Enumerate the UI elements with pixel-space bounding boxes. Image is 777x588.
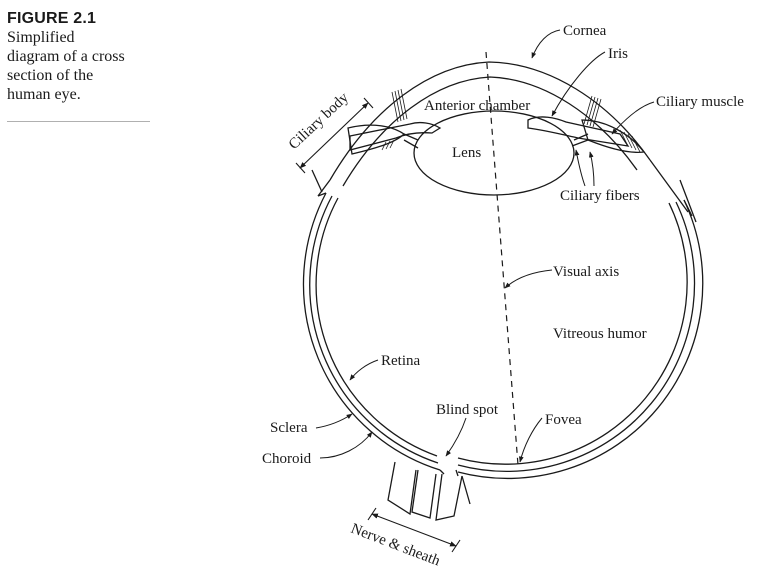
ciliary-body-right <box>581 119 646 154</box>
visual-axis-line <box>485 51 519 466</box>
cornea-leader <box>531 29 561 59</box>
caption-divider <box>7 121 150 122</box>
label-nerve-sheath: Nerve & sheath <box>349 521 443 570</box>
choroid-layer <box>309 195 439 464</box>
sclera-wall <box>302 192 441 471</box>
label-fovea: Fovea <box>545 412 582 428</box>
iris-right <box>527 116 630 147</box>
figure-caption: FIGURE 2.1 Simplified diagram of a cross… <box>7 10 157 104</box>
nerve-sheath-bracket <box>371 513 457 547</box>
label-lens: Lens <box>452 145 481 161</box>
visual-axis-leader <box>504 269 553 289</box>
fovea-leader <box>518 417 543 463</box>
label-vitreous-humor: Vitreous humor <box>553 326 647 342</box>
sclera-leader <box>315 413 353 429</box>
choroid-leader <box>319 431 373 459</box>
retina-leader <box>349 359 379 381</box>
label-ciliary-body: Ciliary body <box>286 89 352 152</box>
label-ciliary-fibers: Ciliary fibers <box>560 188 640 204</box>
label-sclera: Sclera <box>270 420 308 436</box>
cornea <box>329 61 651 181</box>
iris-leader <box>551 51 606 117</box>
caption-line-2: diagram of a cross <box>7 48 125 65</box>
label-anterior-chamber: Anterior chamber <box>424 98 530 114</box>
blind-spot-leader <box>445 417 467 457</box>
ciliary-muscle-leader <box>611 101 655 135</box>
ciliary-body-bracket <box>299 102 369 169</box>
lens <box>413 110 575 196</box>
ciliary-fibers-leader-1 <box>574 149 586 187</box>
label-blind-spot: Blind spot <box>436 402 499 418</box>
caption-line-1: Simplified <box>7 29 75 46</box>
iris-left <box>349 121 442 151</box>
caption-line-4: human eye. <box>7 86 81 103</box>
label-iris: Iris <box>608 46 628 62</box>
label-cornea: Cornea <box>563 23 607 39</box>
ciliary-fibers-leader-2 <box>588 151 595 187</box>
retina-layer <box>315 197 438 457</box>
figure-number: FIGURE 2.1 <box>7 10 97 27</box>
caption-line-3: section of the <box>7 67 94 84</box>
label-retina: Retina <box>381 353 420 369</box>
optic-nerve <box>387 461 417 516</box>
label-choroid: Choroid <box>262 451 312 467</box>
label-visual-axis: Visual axis <box>553 264 619 280</box>
label-ciliary-muscle: Ciliary muscle <box>656 94 744 110</box>
